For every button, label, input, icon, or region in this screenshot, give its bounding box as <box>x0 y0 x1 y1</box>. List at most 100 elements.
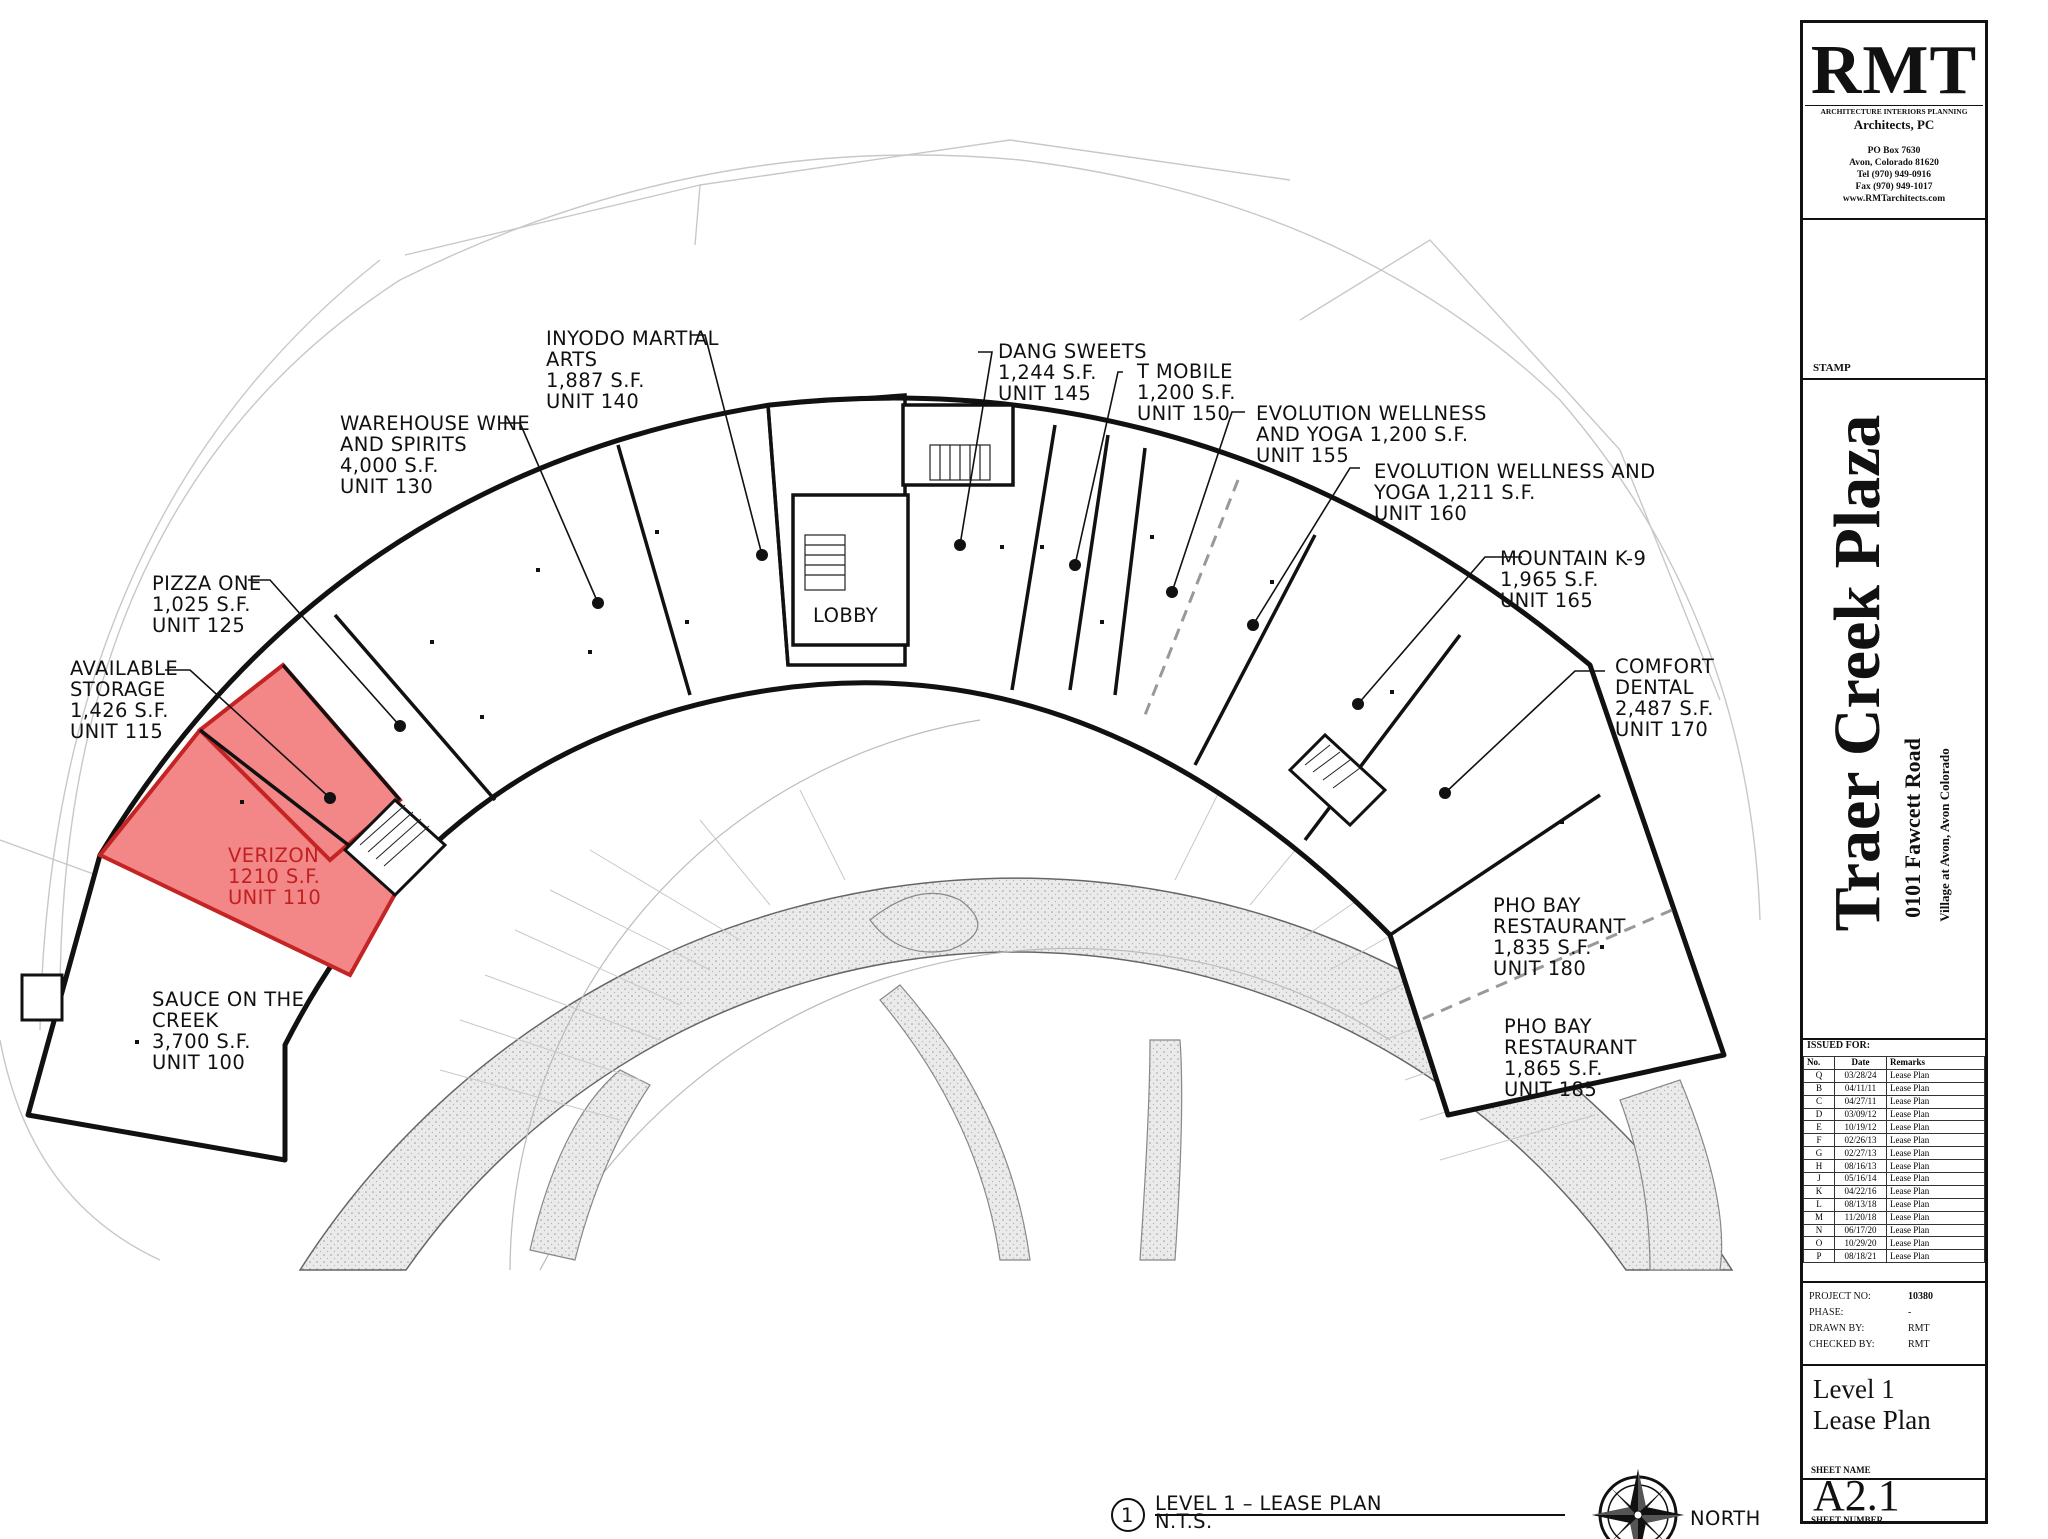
lobby-stair <box>804 444 991 591</box>
issued-no: K <box>1803 1184 1835 1199</box>
unit-label-line: RESTAURANT <box>1504 1036 1637 1059</box>
issued-header-row: No. Date Remarks <box>1803 1056 1985 1070</box>
issued-remarks: Lease Plan <box>1886 1223 1985 1238</box>
issued-no: L <box>1803 1197 1835 1212</box>
unit-label-line: EVOLUTION WELLNESS AND <box>1374 460 1656 483</box>
project-info-label: PHASE: <box>1809 1307 1844 1318</box>
unit-label-line: ARTS <box>546 348 597 371</box>
project-info-row: PROJECT NO:10380 <box>1803 1291 1985 1307</box>
project-info-value: RMT <box>1908 1339 1930 1350</box>
issued-col-remarks: Remarks <box>1886 1056 1985 1070</box>
unit-label-line: 1,025 S.F. <box>152 593 251 616</box>
issued-remarks: Lease Plan <box>1886 1197 1985 1212</box>
unit-label-line: 1,244 S.F. <box>998 361 1097 384</box>
issued-remarks: Lease Plan <box>1886 1236 1985 1251</box>
unit-dashed-divider <box>1143 479 1240 716</box>
unit-label-line: UNIT 180 <box>1493 957 1586 980</box>
project-info-value: RMT <box>1908 1323 1930 1334</box>
issued-no: B <box>1803 1081 1835 1096</box>
unit-label-line: UNIT 110 <box>228 886 321 909</box>
label-leader-lines <box>165 334 1605 799</box>
issued-no: N <box>1803 1223 1835 1238</box>
issued-date: 10/29/20 <box>1834 1236 1887 1251</box>
label-leader-dots <box>324 539 1451 804</box>
firm-address-line: PO Box 7630 <box>1867 146 1921 156</box>
issued-no: H <box>1803 1159 1835 1174</box>
issued-no: O <box>1803 1236 1835 1251</box>
issued-no: E <box>1803 1120 1835 1135</box>
unit-label-line: UNIT 185 <box>1504 1078 1597 1101</box>
unit-label-line: UNIT 115 <box>70 720 163 743</box>
unit-label-line: UNIT 100 <box>152 1051 245 1074</box>
project-info-label: PROJECT NO: <box>1809 1291 1871 1302</box>
project-info-value: - <box>1908 1307 1912 1318</box>
issued-remarks: Lease Plan <box>1886 1094 1985 1109</box>
unit-label-line: COMFORT <box>1615 655 1714 678</box>
stamp-box: STAMP <box>1803 218 1985 380</box>
unit-label-line: YOGA 1,211 S.F. <box>1373 481 1536 504</box>
firm-website[interactable]: www.RMTarchitects.com <box>1842 194 1946 204</box>
north-arrow-icon <box>1592 1469 1684 1539</box>
unit-label-line: 2,487 S.F. <box>1615 697 1714 720</box>
issued-no: M <box>1803 1210 1835 1225</box>
exterior-utility-box <box>20 973 64 1022</box>
project-info-label: DRAWN BY: <box>1809 1323 1865 1334</box>
unit-label-line: UNIT 155 <box>1256 444 1349 467</box>
unit-label-line: UNIT 165 <box>1500 589 1593 612</box>
issued-date: 08/16/13 <box>1834 1159 1887 1174</box>
unit-label-line: PHO BAY <box>1504 1015 1592 1038</box>
unit-label-line: EVOLUTION WELLNESS <box>1256 402 1487 425</box>
project-info-row: DRAWN BY: RMT <box>1803 1323 1985 1339</box>
issued-remarks: Lease Plan <box>1886 1146 1985 1161</box>
project-address: 0101 Fawcett Road <box>1900 738 1925 918</box>
issued-date: 10/19/12 <box>1834 1120 1887 1135</box>
drawing-title: 1 LEVEL 1 – LEASE PLAN N.T.S. NORTH <box>1111 1469 1760 1539</box>
issued-no: F <box>1803 1133 1835 1148</box>
firm-address-line: Avon, Colorado 81620 <box>1849 158 1939 168</box>
unit-label-line: AND YOGA 1,200 S.F. <box>1256 423 1468 446</box>
unit-label-line: UNIT 150 <box>1137 402 1230 425</box>
sheet-name-line: Level 1 <box>1813 1374 1895 1404</box>
unit-label-line: CREEK <box>152 1009 219 1032</box>
firm-tagline: ARCHITECTURE INTERIORS PLANNING <box>1805 105 1983 116</box>
sheet-number: A2.1 <box>1813 1471 1900 1520</box>
issued-date: 08/13/18 <box>1834 1197 1887 1212</box>
unit-label-line: UNIT 160 <box>1374 502 1467 525</box>
unit-label-line: SAUCE ON THE <box>152 988 304 1011</box>
stamp-label: STAMP <box>1813 362 1851 374</box>
unit-label-line: PIZZA ONE <box>152 572 262 595</box>
issued-no: C <box>1803 1094 1835 1109</box>
unit-label-line: 1,426 S.F. <box>70 699 169 722</box>
firm-address-line: Fax (970) 949-1017 <box>1855 182 1933 192</box>
demising-walls <box>198 404 1601 1116</box>
unit-dashed-divider-2 <box>1419 908 1673 1022</box>
project-info-label: CHECKED BY: <box>1809 1339 1875 1350</box>
drawing-title-text: LEVEL 1 – LEASE PLAN <box>1155 1492 1382 1515</box>
issued-remarks: Lease Plan <box>1886 1120 1985 1135</box>
firm-address: PO Box 7630 Avon, Colorado 81620 Tel (97… <box>1803 145 1985 205</box>
project-name: Traer Creek Plaza <box>1821 414 1894 932</box>
